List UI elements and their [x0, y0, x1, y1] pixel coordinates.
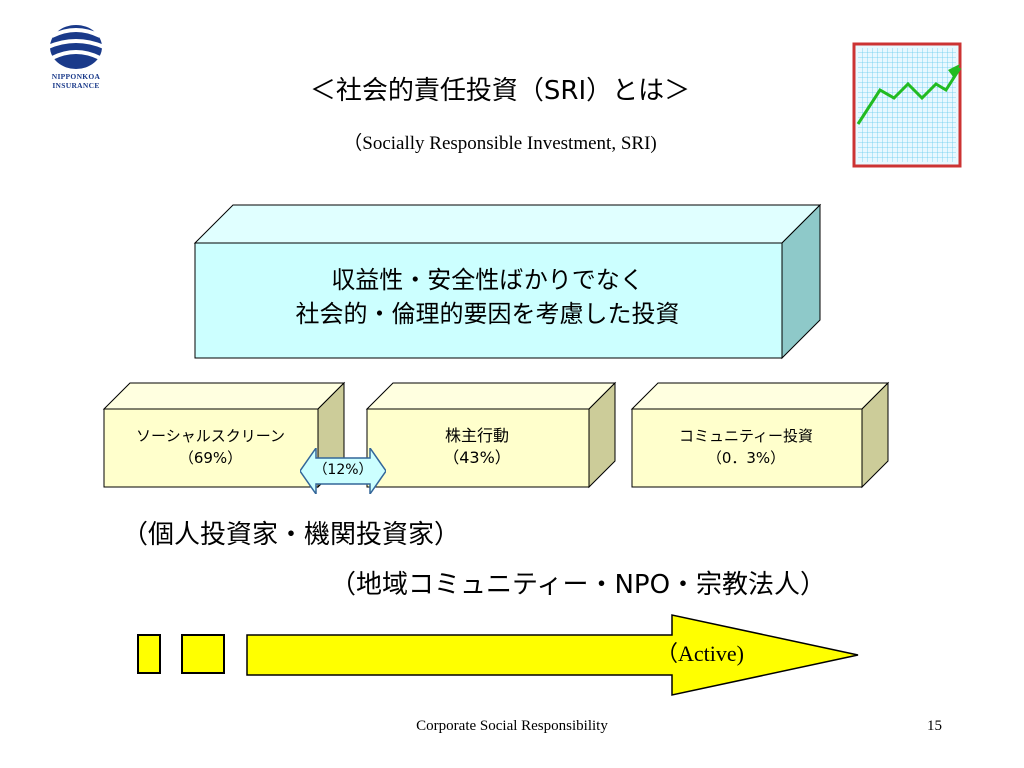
category-name: 株主行動: [444, 426, 509, 445]
category-name: ソーシャルスクリーン: [136, 427, 285, 445]
logo-wordmark: NIPPONKOA INSURANCE: [38, 72, 114, 90]
slide-title: ＜社会的責任投資（SRI）とは＞: [309, 76, 691, 106]
rising-line-chart-icon: [852, 42, 964, 170]
progress-square-1: [137, 634, 161, 674]
company-logo: [38, 20, 114, 100]
category-name: コミュニティー投資: [678, 427, 814, 445]
logo-text-line2: INSURANCE: [52, 81, 100, 90]
sri-definition-line2: 社会的・倫理的要因を考慮した投資: [295, 300, 680, 328]
investor-type-individual: （個人投資家・機関投資家）: [122, 520, 461, 550]
category-share: （69%）: [178, 449, 243, 467]
category-box-social-screen: ソーシャルスクリーン （69%）: [102, 381, 346, 489]
sri-definition-box: 収益性・安全性ばかりでなく 社会的・倫理的要因を考慮した投資: [193, 203, 822, 360]
category-box-shareholder-action: 株主行動 （43%）: [365, 381, 617, 489]
category-box-community-investment: コミュニティー投資 （0．3%）: [630, 381, 890, 489]
active-label: （Active): [656, 641, 744, 666]
category-text-shareholder-action: 株主行動 （43%）: [367, 425, 587, 469]
page-number: 15: [927, 718, 942, 734]
sri-definition-line1: 収益性・安全性ばかりでなく: [331, 266, 644, 294]
progress-square-2: [181, 634, 225, 674]
sri-definition-text: 収益性・安全性ばかりでなく 社会的・倫理的要因を考慮した投資: [195, 263, 780, 331]
logo-text-line1: NIPPONKOA: [51, 72, 101, 81]
slide-subtitle: （Socially Responsible Investment, SRI): [343, 133, 657, 154]
category-text-community-investment: コミュニティー投資 （0．3%）: [632, 425, 860, 469]
category-text-social-screen: ソーシャルスクリーン （69%）: [104, 425, 317, 469]
footer-text: Corporate Social Responsibility: [416, 718, 608, 734]
active-arrow-icon: [246, 614, 860, 696]
investor-type-community: （地域コミュニティー・NPO・宗教法人）: [330, 570, 827, 600]
category-share: （0．3%）: [706, 449, 786, 467]
category-share: （43%）: [443, 448, 511, 467]
overlap-percentage: （12%）: [313, 462, 373, 478]
